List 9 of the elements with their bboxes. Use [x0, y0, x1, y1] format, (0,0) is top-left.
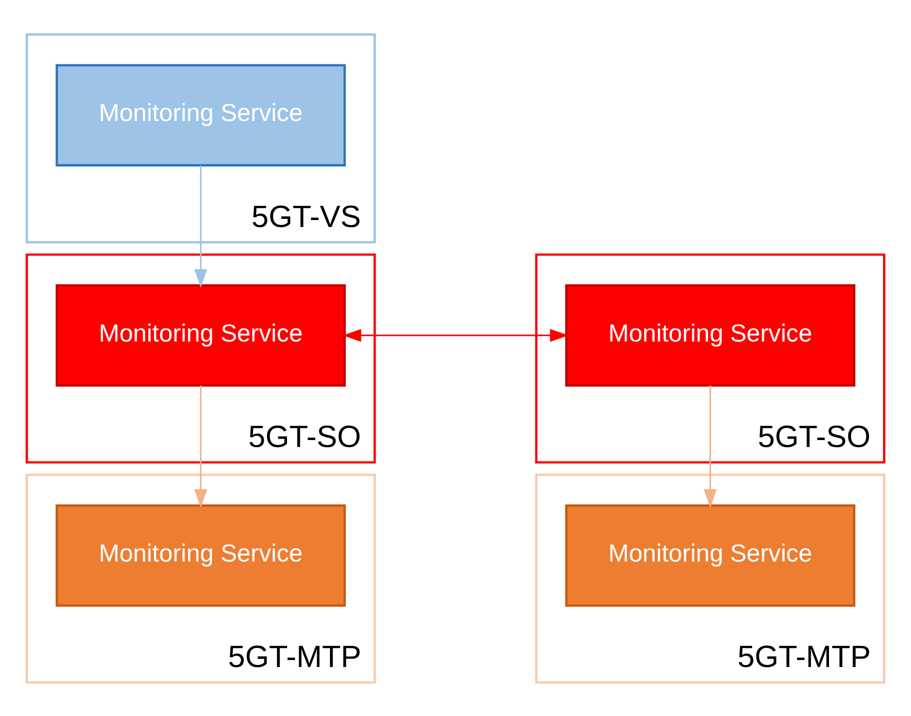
arrow: [194, 165, 208, 288]
node-box: Monitoring Service: [56, 284, 346, 386]
arrow: [704, 385, 717, 508]
arrow: [194, 385, 208, 508]
arrow: [342, 328, 568, 342]
node-box: Monitoring Service: [56, 504, 346, 606]
node-box: Monitoring Service: [565, 504, 856, 606]
node-box: Monitoring Service: [56, 64, 346, 166]
node-box: Monitoring Service: [565, 284, 856, 386]
